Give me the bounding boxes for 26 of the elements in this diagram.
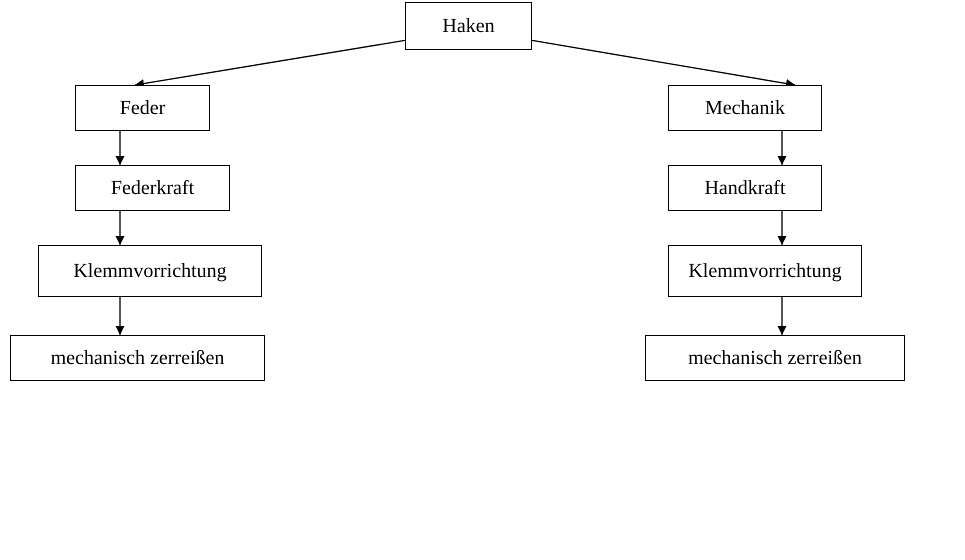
process-box: [668, 245, 862, 297]
arrow: [116, 297, 124, 335]
process-box: [75, 85, 210, 131]
arrow: [134, 40, 406, 88]
box-label: Handkraft: [704, 176, 786, 200]
process-box: [405, 2, 532, 50]
arrow: [778, 211, 786, 245]
box-label: Federkraft: [110, 176, 194, 200]
box-label: mechanisch zerreißen: [688, 346, 862, 370]
process-box: [668, 85, 822, 131]
process-box: [10, 335, 265, 381]
box-label: mechanisch zerreißen: [50, 346, 224, 370]
arrow: [116, 211, 124, 245]
arrow: [778, 297, 786, 335]
box-label: Haken: [442, 14, 495, 38]
arrow: [778, 131, 786, 165]
arrow: [532, 40, 796, 88]
box-label: Klemmvorrichtung: [73, 258, 227, 284]
box-label: Klemmvorrichtung: [688, 258, 842, 284]
process-box: [645, 335, 905, 381]
arrow: [116, 131, 124, 165]
process-box: [75, 165, 230, 211]
box-label: Feder: [120, 96, 166, 120]
box-label: Mechanik: [705, 96, 785, 120]
process-box: [668, 165, 822, 211]
process-box: [38, 245, 262, 297]
